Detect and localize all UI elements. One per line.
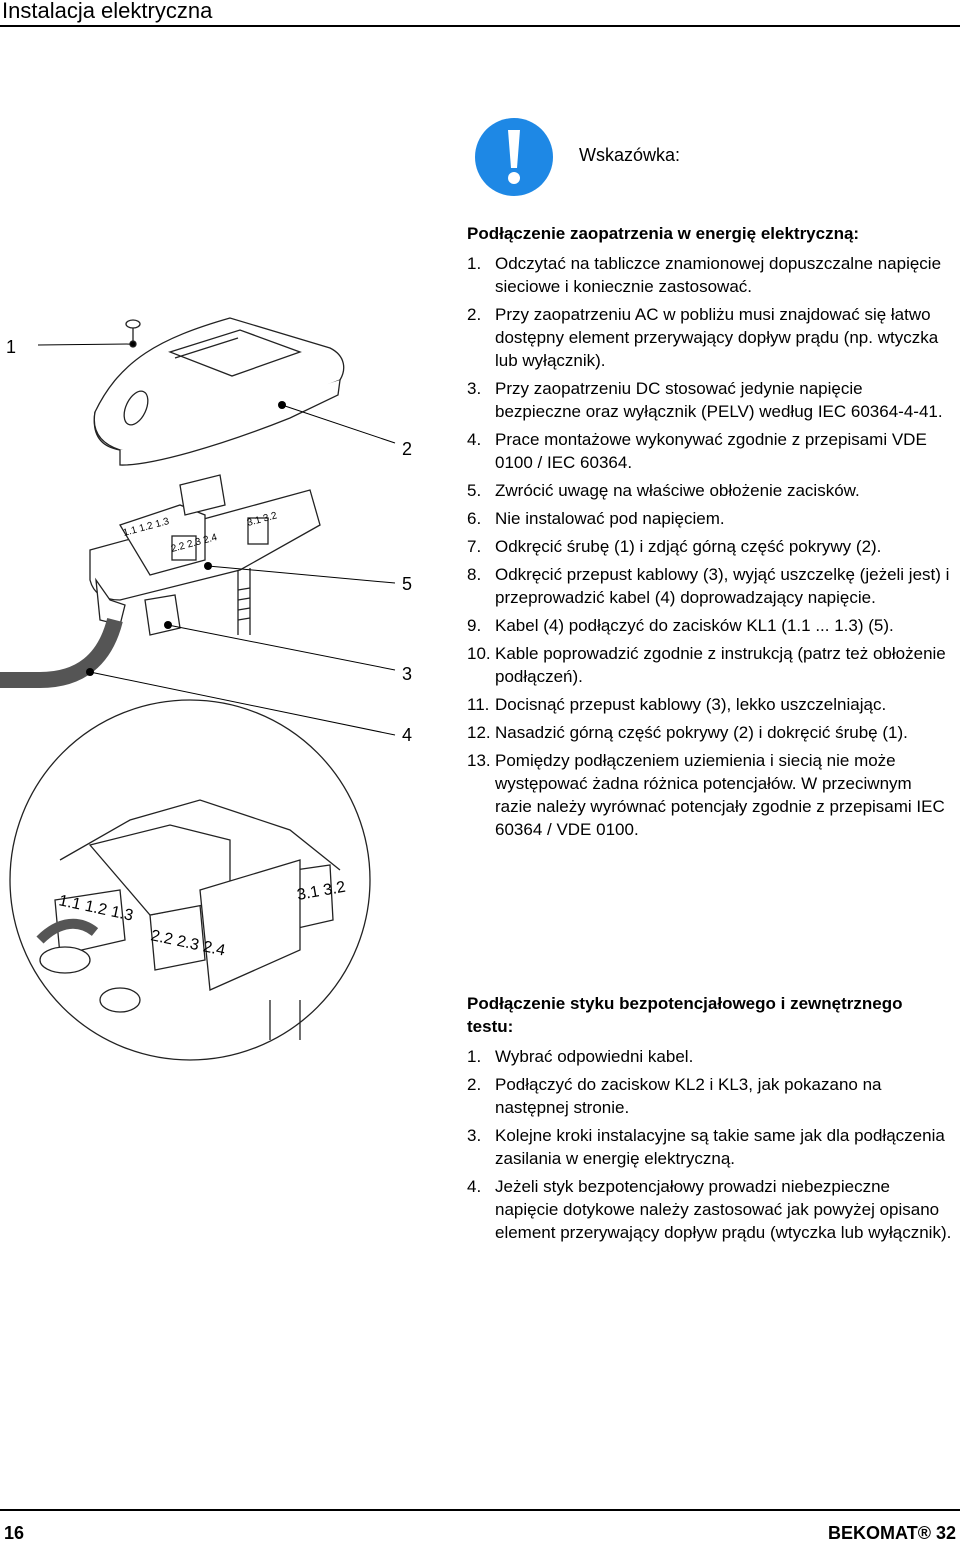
note-label: Wskazówka: [579, 145, 681, 165]
list-item: 4.Prace montażowe wykonywać zgodnie z pr… [467, 430, 927, 472]
footer-divider [0, 1509, 960, 1511]
list-item: 2.Przy zaopatrzeniu AC w pobliżu musi zn… [467, 305, 939, 370]
power-connection-section: Podłączenie zaopatrzenia w energię elekt… [467, 222, 953, 846]
list-item: 4.Jeżeli styk bezpotencjałowy prowadzi n… [467, 1177, 952, 1242]
list-item: 6.Nie instalować pod napięciem. [467, 509, 725, 528]
list-item: 3.Przy zaopatrzeniu DC stosować jedynie … [467, 379, 943, 421]
list-item: 10.Kable poprowadzić zgodnie z instrukcj… [467, 644, 946, 686]
base-drawing [89, 474, 321, 636]
page-number: 16 [4, 1523, 25, 1543]
list-item: 3.Kolejne kroki instalacyjne są takie sa… [467, 1126, 945, 1168]
callout-3: 3 [402, 664, 413, 684]
list-item: 1.Odczytać na tabliczce znamionowej dopu… [467, 254, 942, 296]
callout-1: 1 [6, 337, 17, 357]
page-title: Instalacja elektryczna [2, 0, 213, 23]
list-item: 9.Kabel (4) podłączyć do zacisków KL1 (1… [467, 616, 894, 635]
list-item: 2.Podłączyć do zaciskow KL2 i KL3, jak p… [467, 1075, 882, 1117]
detail-circle-drawing [9, 699, 371, 1061]
callout-5: 5 [402, 574, 413, 594]
exclamation-icon [475, 118, 553, 196]
screw-drawing [125, 319, 141, 348]
device-drawing: 1.1 1.2 1.3 2.2 2.3 2.4 3.1 3.2 1.1 1.2 … [0, 317, 396, 1061]
potential-free-contact-section: Podłączenie styku bezpotencjałowego i ze… [467, 992, 953, 1249]
header-divider [0, 25, 960, 27]
list-item: 7.Odkręcić śrubę (1) i zdjąć górną część… [467, 537, 882, 556]
section-title-power: Podłączenie zaopatrzenia w energię elekt… [467, 224, 860, 243]
cover-drawing [93, 317, 345, 466]
list-item: 5.Zwrócić uwagę na właściwe obłożenie za… [467, 481, 860, 500]
list-item: 8.Odkręcić przepust kablowy (3), wyjąć u… [467, 565, 950, 607]
list-item: 13.Pomiędzy podłączeniem uziemienia i si… [467, 751, 945, 839]
list-item: 12.Nasadzić górną część pokrywy (2) i do… [467, 723, 908, 742]
contact-steps-list: 1.Wybrać odpowiedni kabel. 2.Podłączyć d… [467, 1045, 953, 1244]
installation-figure: 1.1 1.2 1.3 2.2 2.3 2.4 3.1 3.2 1.1 1.2 … [0, 300, 440, 1100]
callout-2: 2 [402, 439, 413, 459]
section-title-contact: Podłączenie styku bezpotencjałowego i ze… [467, 994, 903, 1036]
list-item: 1.Wybrać odpowiedni kabel. [467, 1047, 694, 1066]
list-item: 11.Docisnąć przepust kablowy (3), lekko … [467, 695, 887, 714]
callout-4: 4 [402, 725, 413, 745]
product-name: BEKOMAT® 32 [828, 1523, 956, 1543]
power-steps-list: 1.Odczytać na tabliczce znamionowej dopu… [467, 252, 953, 841]
page-header: Instalacja elektryczna [0, 0, 960, 27]
